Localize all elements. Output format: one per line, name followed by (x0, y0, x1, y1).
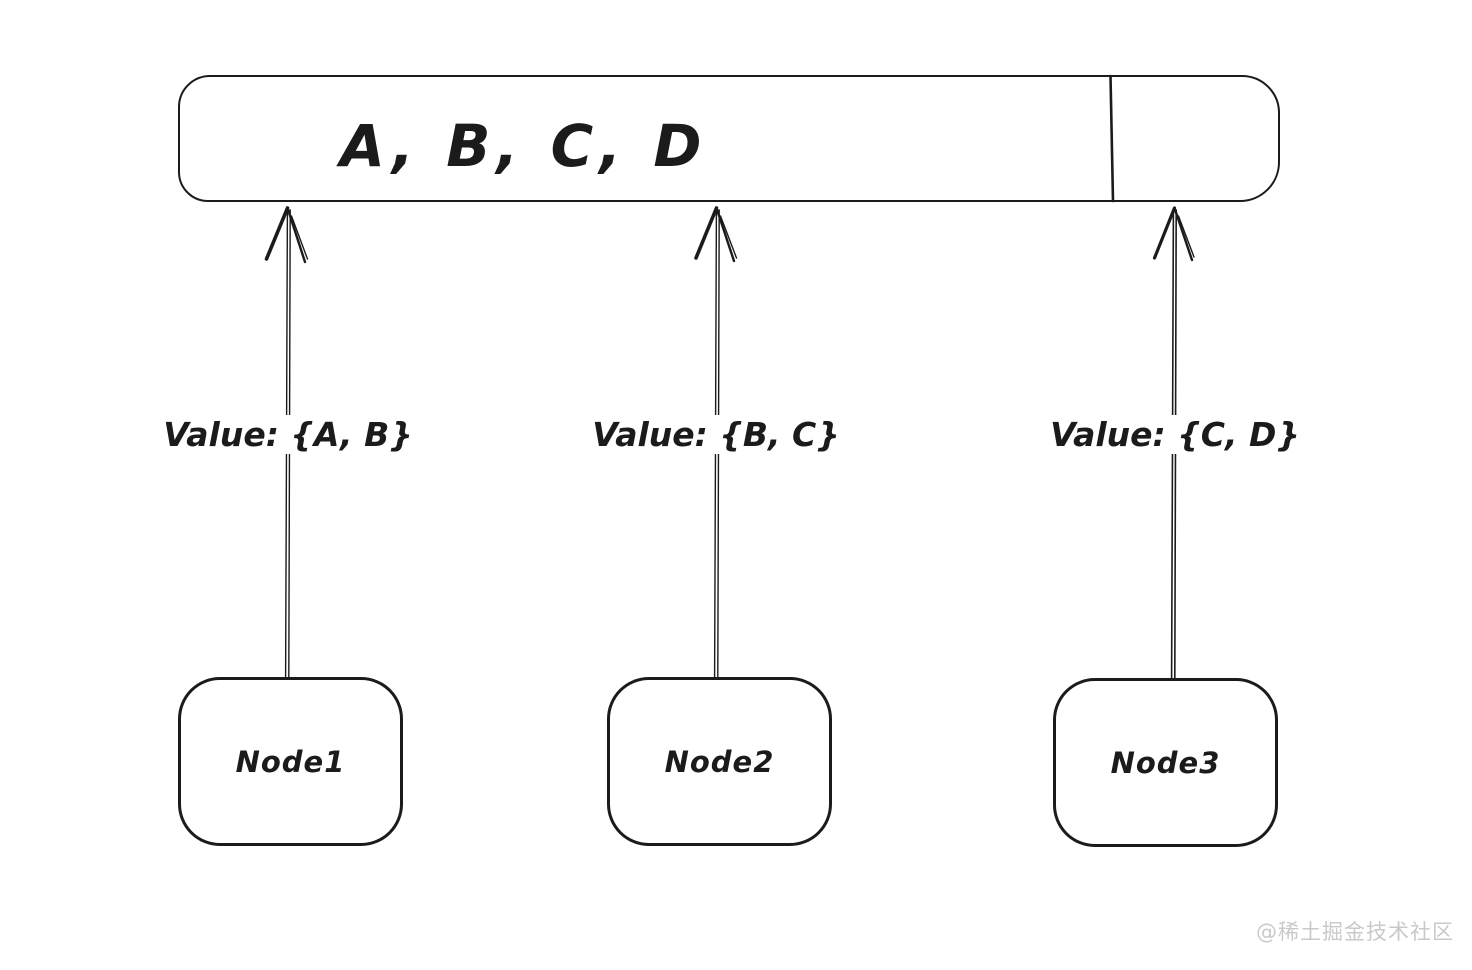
node-2: Node2 (607, 677, 832, 846)
node-1: Node1 (178, 677, 403, 846)
edge-label-node2: Value: {B, C} (582, 415, 850, 454)
edge-label-node1: Value: {A, B} (153, 415, 423, 454)
watermark-text: @稀土掘金技术社区 (1256, 920, 1454, 944)
bucket-label: A, B, C, D (340, 111, 708, 180)
node-3: Node3 (1053, 678, 1278, 847)
node-2-label: Node2 (664, 744, 775, 779)
node-3-label: Node3 (1110, 745, 1221, 780)
bucket-box: A, B, C, D (178, 75, 1280, 202)
node-1-label: Node1 (235, 744, 346, 779)
edge-label-node3: Value: {C, D} (1040, 415, 1310, 454)
bucket-divider-line (1109, 74, 1115, 203)
